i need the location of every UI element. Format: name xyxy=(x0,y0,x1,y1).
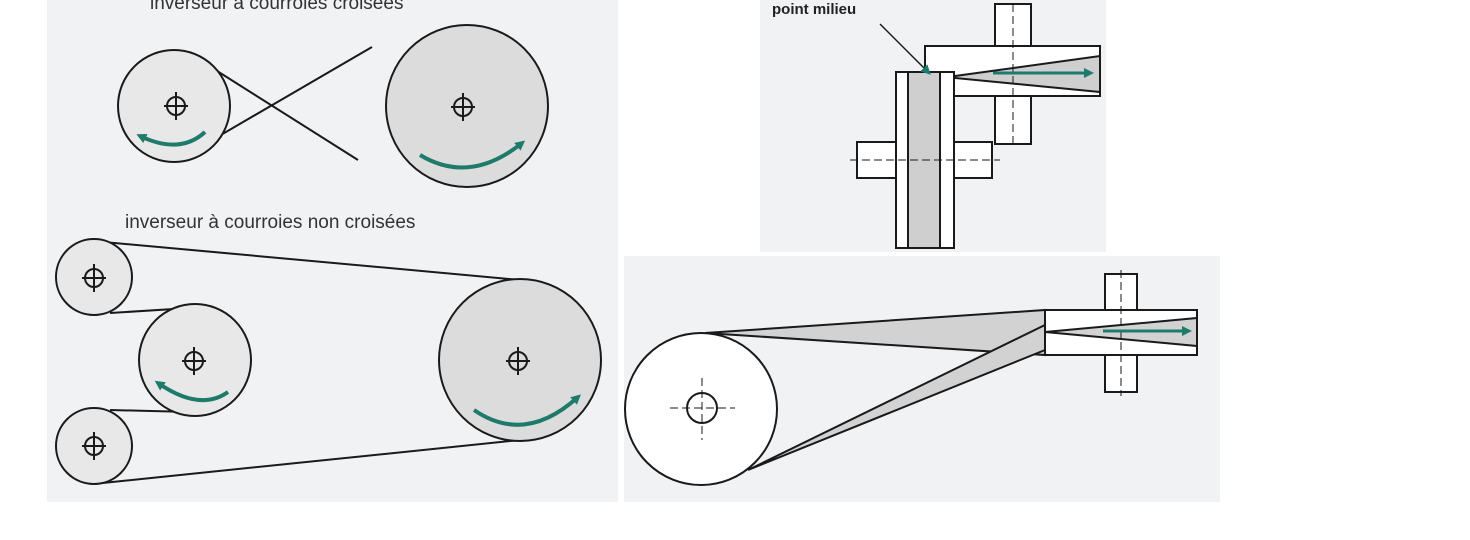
rotation-arrow-icon xyxy=(418,140,526,170)
twisted-belt-top-view xyxy=(856,3,1101,249)
open-belt-caption: inverseur à courroies non croisées xyxy=(125,212,416,233)
belt-strand xyxy=(92,439,521,485)
shaft-center-icon xyxy=(506,347,530,375)
rotation-arrow-icon xyxy=(136,130,207,147)
belt-lower-strand xyxy=(747,323,1046,471)
large-pulley xyxy=(624,332,778,486)
belt-strand xyxy=(194,46,373,151)
shaft-center-icon xyxy=(182,347,206,375)
midpoint-leader xyxy=(879,23,931,75)
crossed-belt-caption: inverseur à courroies croisées xyxy=(150,0,404,14)
midpoint-label: point milieu xyxy=(772,1,857,18)
belt-strand xyxy=(92,240,521,281)
shaft-center-icon xyxy=(164,92,188,120)
shaft-center-icon xyxy=(82,432,106,460)
shaft-center-icon xyxy=(82,264,106,292)
twisted-belt-side-view xyxy=(624,273,1198,486)
belt-strand xyxy=(194,56,359,161)
center-lines xyxy=(670,270,1122,440)
center-lines xyxy=(850,4,1014,161)
belt-upper-strand xyxy=(704,308,1046,357)
rotation-arrow-icon xyxy=(472,394,581,427)
rotation-arrow-icon xyxy=(154,380,230,403)
shaft-center-icon xyxy=(451,93,475,121)
